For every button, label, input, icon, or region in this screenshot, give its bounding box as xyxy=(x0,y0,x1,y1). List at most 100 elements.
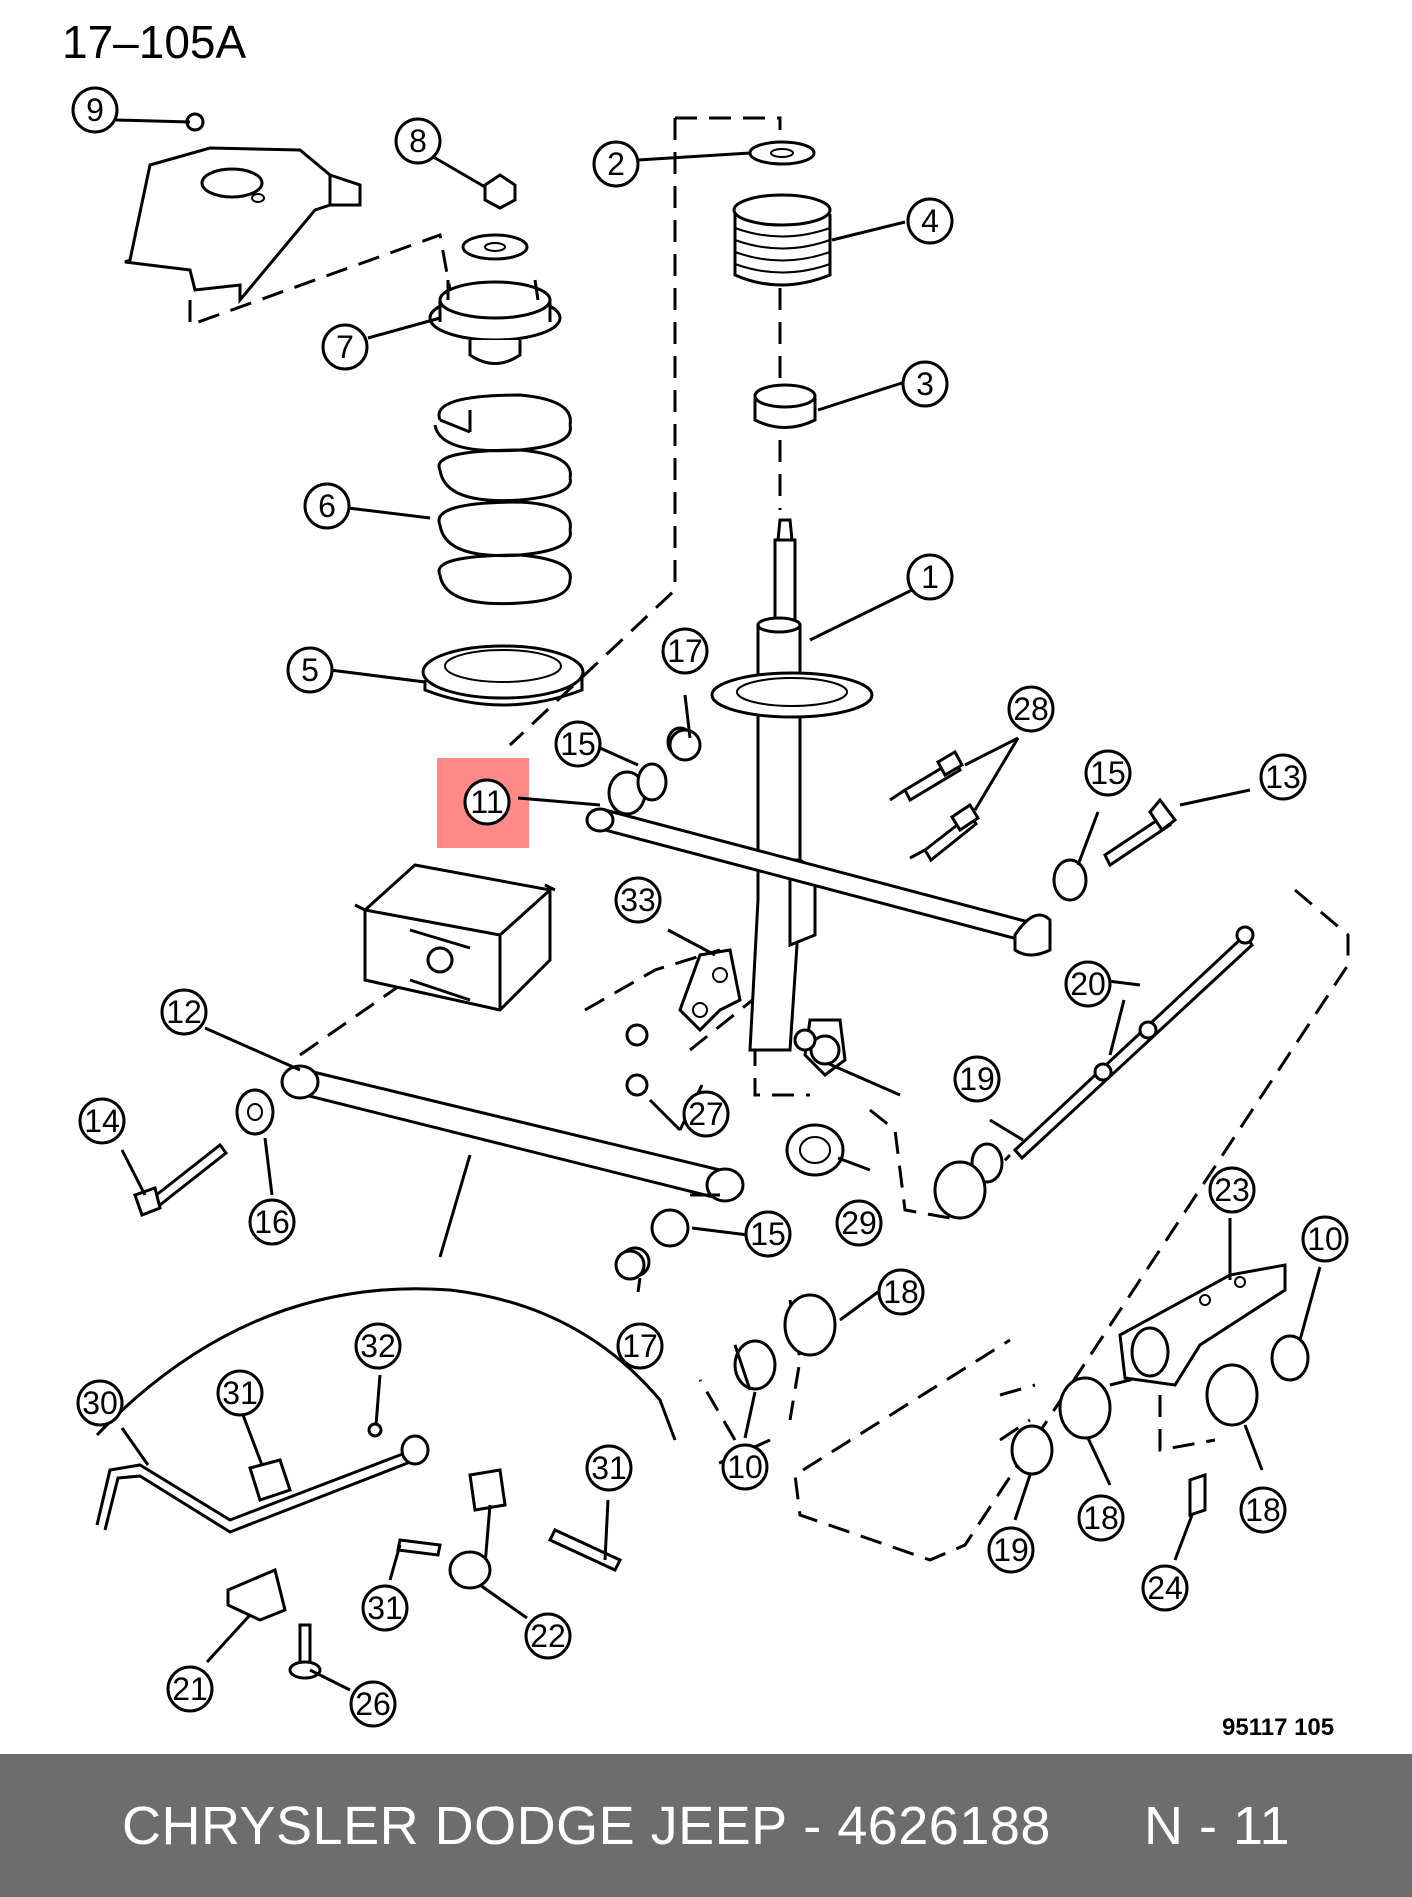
callout-22: 24 xyxy=(1141,1564,1189,1612)
callout-25: 29 xyxy=(835,1199,883,1247)
callout-12: 12 xyxy=(160,988,208,1036)
svg-text:17: 17 xyxy=(667,633,703,669)
callout-30: 22 xyxy=(524,1612,572,1660)
callout-4: 4 xyxy=(906,197,954,245)
svg-text:9: 9 xyxy=(86,92,104,128)
brand-label: CHRYSLER DODGE JEEP xyxy=(122,1795,788,1856)
svg-text:19: 19 xyxy=(993,1532,1029,1568)
upper-mount-bracket xyxy=(124,112,362,305)
svg-text:22: 22 xyxy=(530,1618,566,1654)
callout-16: 16 xyxy=(248,1198,296,1246)
callout-31-right: 31 xyxy=(585,1444,633,1492)
callout-15-lower: 15 xyxy=(744,1210,792,1258)
callout-15-upper: 15 xyxy=(554,720,602,768)
callout-21: 23 xyxy=(1208,1166,1256,1214)
svg-text:15: 15 xyxy=(1090,755,1126,791)
callout-26: 30 xyxy=(76,1379,124,1427)
svg-text:26: 26 xyxy=(355,1686,391,1722)
svg-text:16: 16 xyxy=(254,1204,290,1240)
svg-text:6: 6 xyxy=(318,488,336,524)
callout-19-upper: 19 xyxy=(953,1055,1001,1103)
callout-7: 7 xyxy=(321,323,369,371)
dashed-guide xyxy=(188,232,452,328)
callout-11: 11 xyxy=(463,778,511,826)
svg-text:29: 29 xyxy=(841,1205,877,1241)
svg-text:5: 5 xyxy=(301,652,319,688)
dashed-boundary xyxy=(793,888,1350,1562)
bushing-group-left xyxy=(733,1293,837,1391)
svg-text:18: 18 xyxy=(883,1274,919,1310)
reference-label: N - 11 xyxy=(1143,1795,1290,1856)
crossmember-block xyxy=(354,863,556,1012)
nut-upper xyxy=(668,728,702,762)
callout-10-left: 10 xyxy=(721,1443,769,1491)
svg-text:23: 23 xyxy=(1214,1172,1250,1208)
callout-23: 27 xyxy=(682,1090,730,1138)
hex-nut xyxy=(483,173,517,210)
callout-5: 5 xyxy=(286,646,334,694)
dashed-guide xyxy=(675,116,782,130)
strut-mount xyxy=(428,279,562,365)
svg-text:32: 32 xyxy=(360,1328,396,1364)
callout-18-right: 18 xyxy=(1239,1486,1287,1534)
callout-15-right: 15 xyxy=(1084,749,1132,797)
dashed-guide xyxy=(508,118,677,747)
callout-19-lower: 19 xyxy=(987,1526,1035,1574)
callout-10-right: 10 xyxy=(1301,1215,1349,1263)
svg-text:13: 13 xyxy=(1265,759,1301,795)
drawing-code: 95117 105 xyxy=(1222,1714,1334,1741)
callout-27: 31 xyxy=(216,1369,264,1417)
callout-31-left: 31 xyxy=(361,1584,409,1632)
svg-text:31: 31 xyxy=(367,1590,403,1626)
callout-1: 1 xyxy=(906,553,954,601)
strut-assembly xyxy=(710,518,901,1097)
dust-bellows xyxy=(732,193,832,287)
clamp xyxy=(785,1123,845,1177)
callout-24: 28 xyxy=(1007,685,1055,733)
part-number: 4626188 xyxy=(837,1795,1051,1856)
callout-17-upper: 17 xyxy=(661,627,709,675)
figure-id: 17–105A xyxy=(62,16,246,68)
separator: - xyxy=(787,1795,838,1856)
svg-text:2: 2 xyxy=(607,146,625,182)
callout-3: 3 xyxy=(901,360,949,408)
parts-diagram: 17–105A xyxy=(62,16,1350,1741)
toe-link-bracket xyxy=(1010,1263,1310,1518)
knuckle-bracket xyxy=(678,948,742,1033)
dashed-guide xyxy=(584,948,721,1012)
long-bolt xyxy=(1103,797,1178,868)
callout-28: 21 xyxy=(166,1665,214,1713)
leader-lines xyxy=(115,118,1322,1692)
toe-link xyxy=(933,925,1255,1220)
svg-text:7: 7 xyxy=(336,329,354,365)
jounce-bumper xyxy=(753,383,817,429)
part-caption-bar: CHRYSLER DODGE JEEP - 4626188 N - 11 xyxy=(0,1754,1412,1897)
gap xyxy=(1051,1795,1144,1857)
svg-text:4: 4 xyxy=(921,203,939,239)
svg-text:11: 11 xyxy=(470,784,503,820)
svg-text:19: 19 xyxy=(959,1061,995,1097)
svg-text:8: 8 xyxy=(409,123,427,159)
bolt-pair xyxy=(889,749,981,863)
callout-8: 8 xyxy=(394,117,442,165)
svg-text:14: 14 xyxy=(84,1103,120,1139)
coil-spring xyxy=(433,393,572,606)
callout-17-lower: 17 xyxy=(616,1322,664,1370)
spring-seat xyxy=(421,644,585,707)
callout-2: 2 xyxy=(592,140,640,188)
callout-20: 20 xyxy=(1064,960,1112,1008)
callout-32: 32 xyxy=(354,1322,402,1370)
svg-text:17: 17 xyxy=(622,1328,658,1364)
washer-top xyxy=(748,140,816,166)
dashed-guide xyxy=(753,1010,810,1097)
callout-18-lower: 18 xyxy=(1077,1494,1125,1542)
svg-text:31: 31 xyxy=(591,1450,627,1486)
svg-text:31: 31 xyxy=(222,1375,258,1411)
svg-text:24: 24 xyxy=(1147,1570,1183,1606)
svg-text:27: 27 xyxy=(688,1096,724,1132)
callout-13: 13 xyxy=(1259,753,1307,801)
svg-text:15: 15 xyxy=(560,726,596,762)
callout-29: 26 xyxy=(349,1680,397,1728)
callouts: 9 8 2 4 7 3 6 1 5 17 15 28 11 15 13 33 1… xyxy=(71,86,1349,1728)
callout-18-upper: 18 xyxy=(877,1268,925,1316)
